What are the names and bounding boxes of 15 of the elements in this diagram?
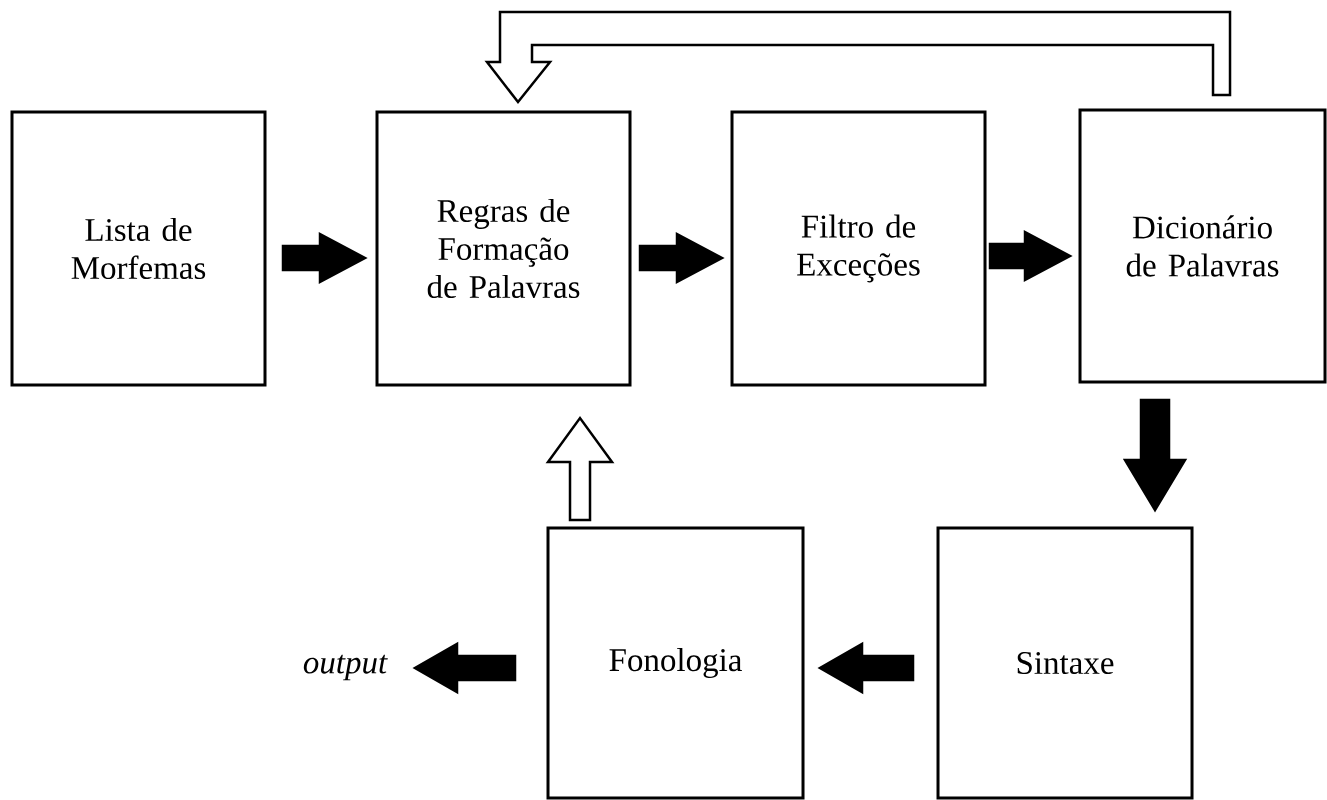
process-box: Lista de Morfemas [10,110,267,387]
arrow [412,641,517,695]
arrow [988,229,1073,283]
output-label: output [303,654,388,681]
process-box: Dicionário de Palavras [1078,108,1327,384]
arrow [817,641,915,695]
arrow [545,415,615,522]
process-box: Fonologia [546,526,805,800]
arrow [1122,398,1188,513]
process-box: Regras de Formação de Palavras [375,110,632,387]
arrow [281,231,368,285]
process-box: Filtro de Exceções [730,110,987,387]
arrow [638,231,725,285]
process-box: Sintaxe [936,526,1194,800]
arrow [484,10,1232,105]
